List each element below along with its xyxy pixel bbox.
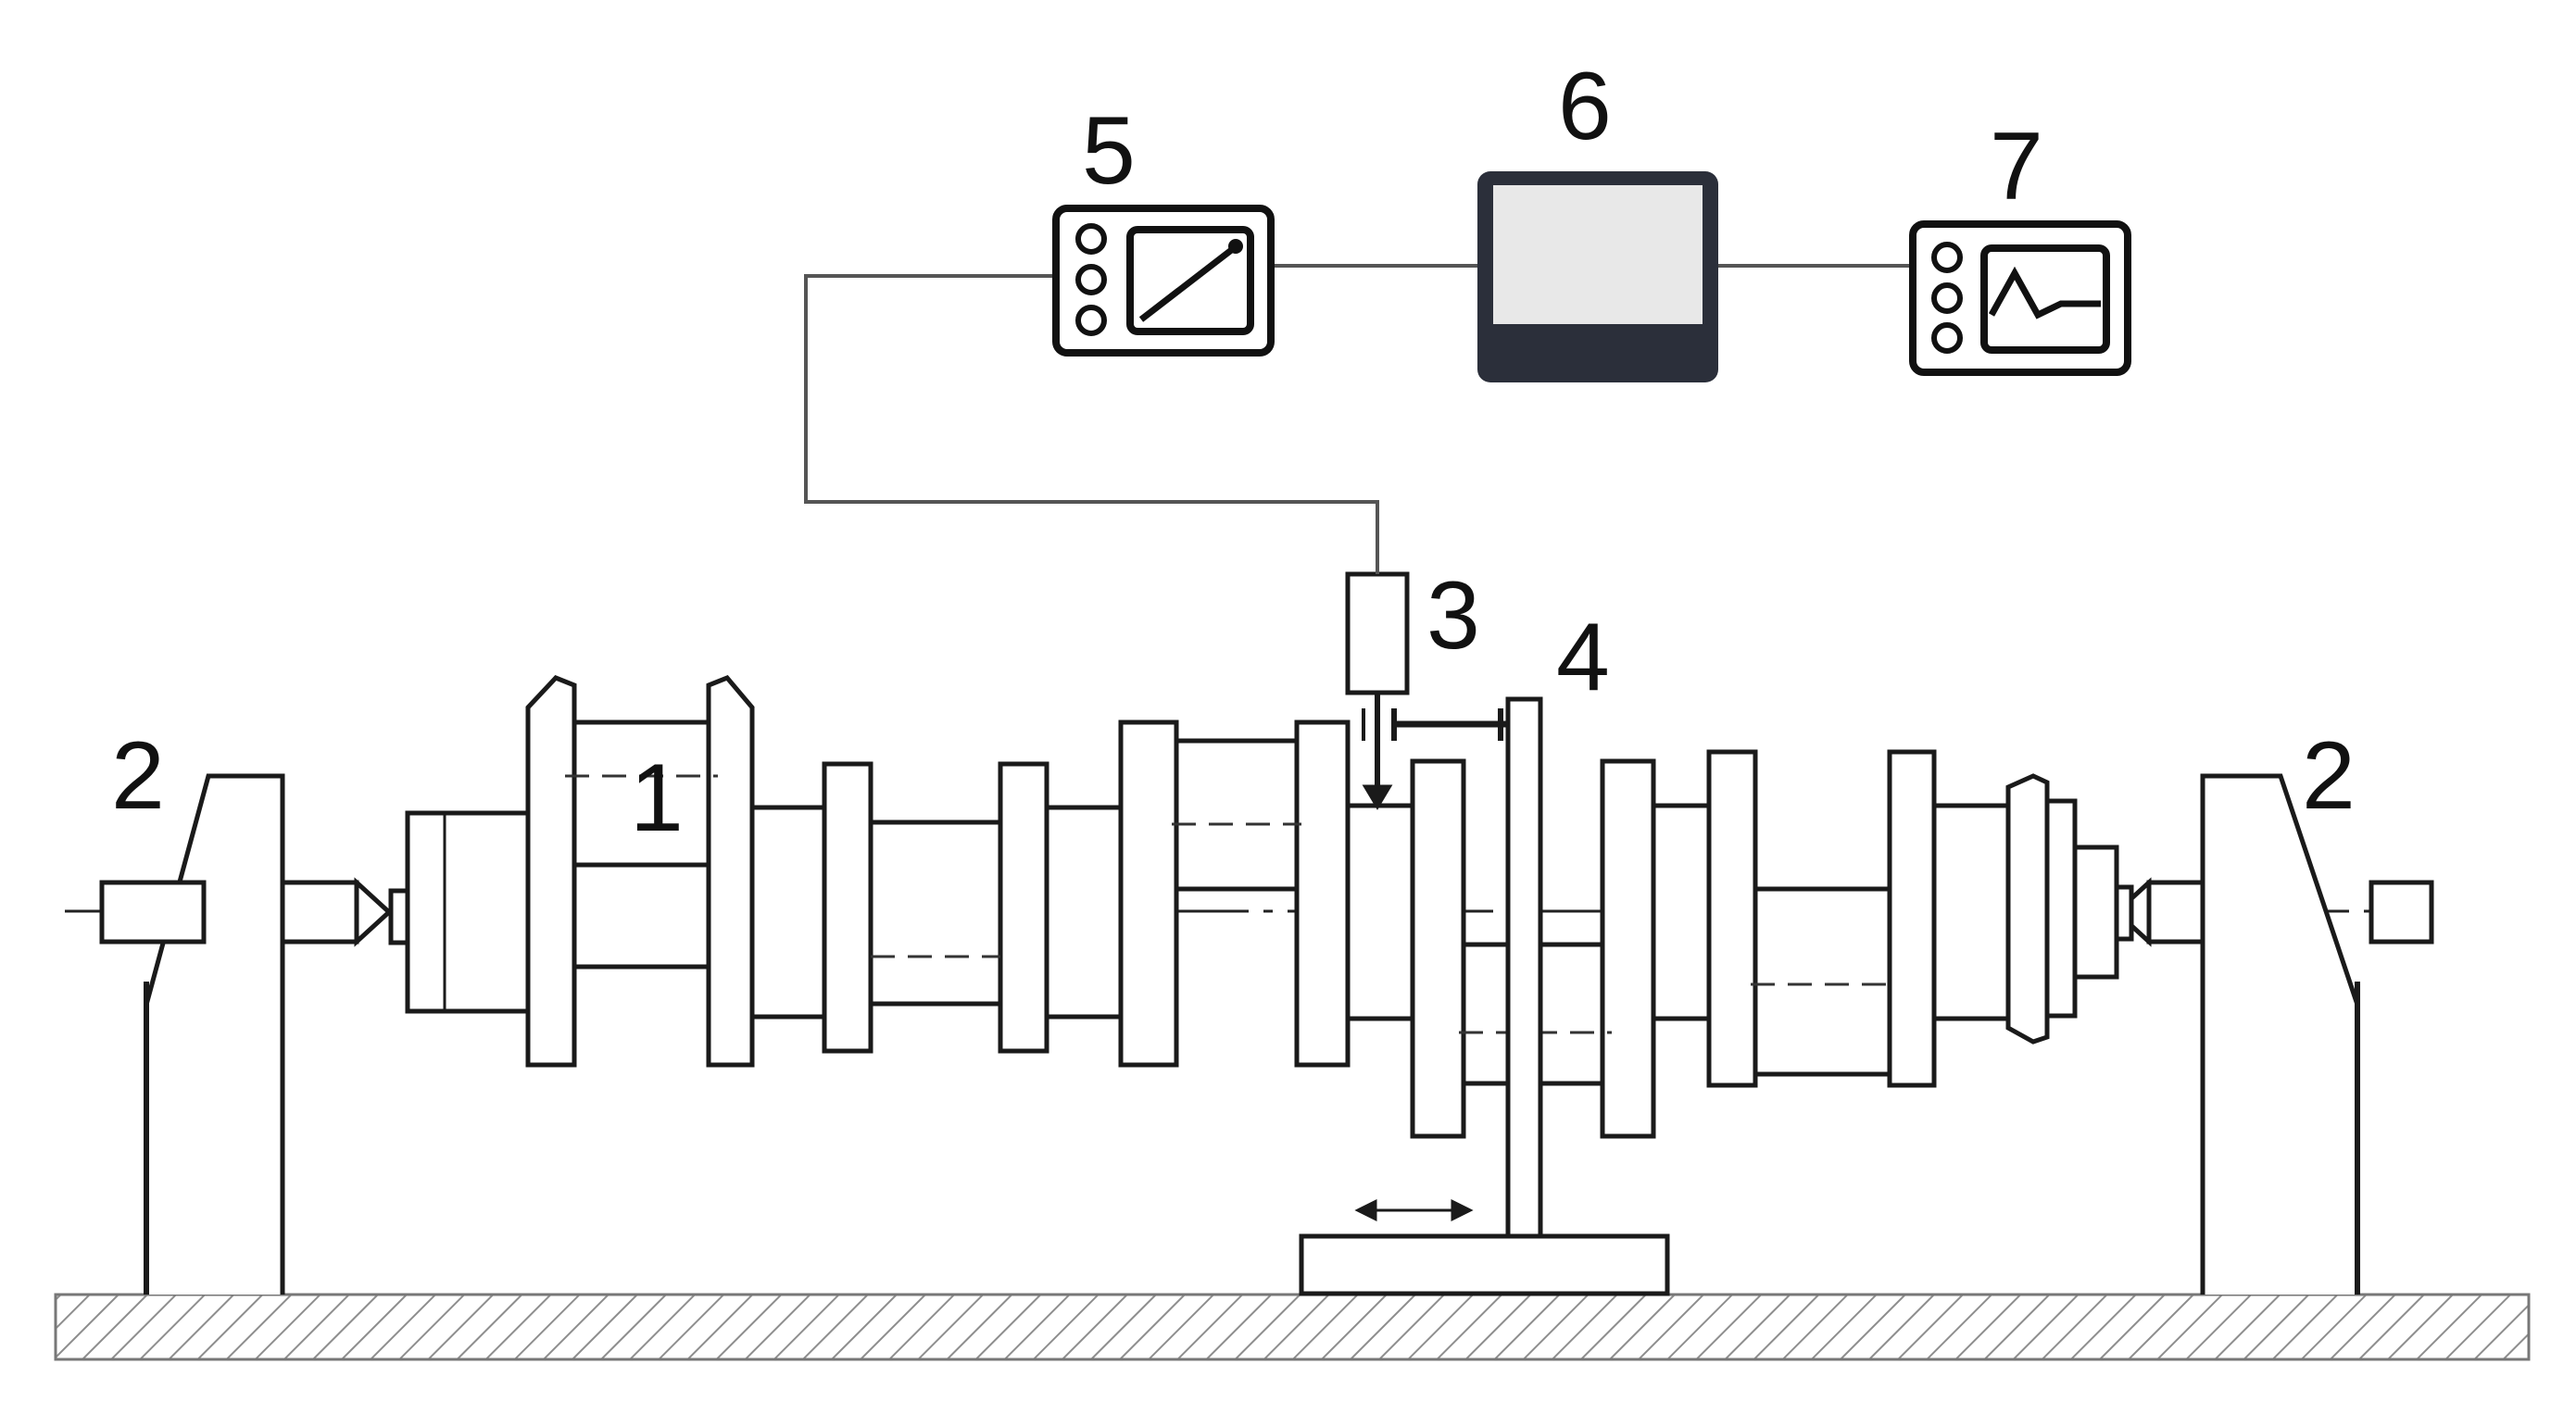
oscilloscope-wave-icon [1980,244,2110,354]
label-stand: 4 [1556,604,1610,711]
computer-6 [1477,171,1718,382]
label-instrument-5: 5 [1082,97,1136,205]
left-center-support [99,773,393,1295]
label-sensor: 3 [1426,562,1480,669]
crankshaft [388,675,2134,1139]
sensor [1345,571,1410,810]
label-right-center: 2 [2302,722,2356,830]
desktop-monitor-icon [1477,171,1718,382]
label-instrument-7: 7 [1990,113,2043,220]
stand [1299,696,1670,1296]
label-left-center: 2 [111,722,165,830]
label-crankshaft: 1 [630,745,684,852]
signal-wires [804,264,1913,574]
right-center-support [2113,773,2434,1295]
instrument-7 [1909,220,2131,376]
label-computer: 6 [1558,53,1612,160]
ground-base [54,1293,2531,1361]
gauge-meter-icon [1126,226,1254,335]
instrument-5 [1052,205,1275,357]
